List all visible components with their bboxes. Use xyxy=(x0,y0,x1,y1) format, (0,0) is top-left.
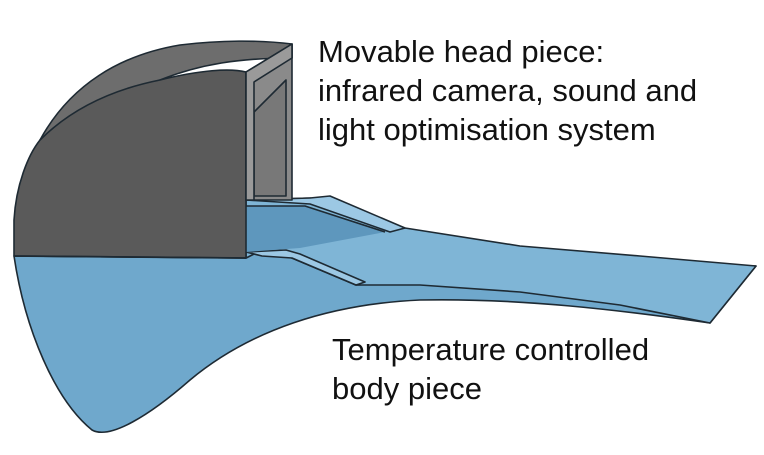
head-body-seam xyxy=(13,255,247,259)
upper-ridge xyxy=(245,195,406,233)
head-piece xyxy=(13,40,293,259)
head-rim xyxy=(245,43,293,201)
head-piece-label: Movable head piece: infrared camera, sou… xyxy=(318,32,697,149)
body-label-line-2: body piece xyxy=(332,371,482,406)
head-label-line-3: light optimisation system xyxy=(318,112,656,147)
head-front-face xyxy=(13,69,247,259)
head-label-line-2: infrared camera, sound and xyxy=(318,73,698,108)
channel-edge xyxy=(246,205,386,233)
head-label-line-1: Movable head piece: xyxy=(318,34,605,69)
lower-ridge xyxy=(245,249,366,286)
body-piece-label: Temperature controlled body piece xyxy=(332,330,649,408)
body-label-line-1: Temperature controlled xyxy=(332,332,650,367)
inner-channel xyxy=(246,206,385,252)
body-piece xyxy=(13,195,757,433)
